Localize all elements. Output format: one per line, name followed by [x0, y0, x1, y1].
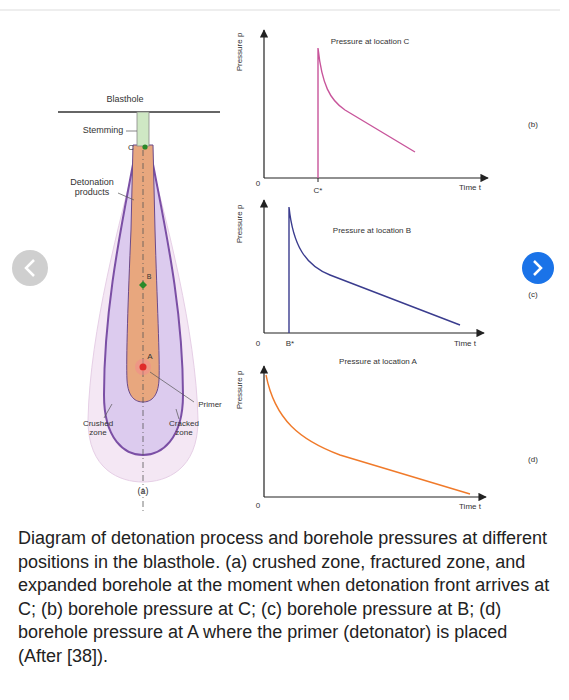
- frame-line: [0, 10, 560, 11]
- axis-origin: 0: [255, 502, 261, 511]
- primer-glow: [135, 359, 151, 375]
- pressure-curve: [289, 207, 460, 333]
- part-label: Stemming: [82, 126, 125, 136]
- chevron-icon: [26, 260, 34, 276]
- leader-line: [150, 372, 194, 402]
- chart-title: Pressure at location C: [330, 38, 411, 47]
- part-label: Blasthole: [105, 95, 144, 105]
- chart-title: Pressure at location B: [332, 227, 412, 236]
- chevron-icon: [534, 261, 541, 275]
- pressure-curve: [318, 48, 415, 178]
- x-axis: [264, 332, 484, 333]
- leader-line: [118, 193, 134, 200]
- nav-button: [522, 252, 554, 284]
- panel-label: (c): [527, 291, 538, 300]
- axis-label: Pressure p: [236, 204, 245, 245]
- y-axis: [263, 30, 264, 178]
- point-label: A: [146, 353, 153, 362]
- axis-tick-label: C*: [313, 187, 324, 196]
- axis-label: Pressure p: [236, 370, 245, 411]
- point-label: C: [127, 144, 135, 153]
- stemming: [137, 112, 149, 146]
- axis-tick-label: B*: [285, 340, 295, 349]
- zone-label: Cracked zone: [163, 420, 205, 438]
- point-b: [139, 281, 147, 289]
- leader-line: [104, 404, 112, 418]
- axis-label: Time t: [453, 340, 477, 349]
- y-axis: [263, 366, 264, 497]
- center-line: [143, 150, 144, 512]
- panel-label: (a): [137, 487, 150, 497]
- nav-button: [12, 250, 48, 286]
- point-label: B: [146, 273, 153, 281]
- leader-line: [126, 131, 137, 132]
- part-label: Detonation products: [65, 178, 119, 198]
- figure-caption: Diagram of detonation process and boreho…: [18, 527, 556, 668]
- y-axis: [263, 200, 264, 333]
- panel-label: (d): [527, 456, 539, 465]
- part-label: Primer: [197, 401, 223, 410]
- x-axis: [264, 177, 488, 178]
- axis-label: Pressure p: [236, 32, 245, 73]
- chart-title: Pressure at location A: [338, 358, 418, 367]
- tick: [318, 178, 319, 182]
- axis-label: Time t: [458, 184, 482, 193]
- pressure-curve: [266, 375, 470, 494]
- x-axis: [264, 496, 486, 497]
- axis-label: Time t: [458, 503, 482, 512]
- point-c: [142, 144, 147, 149]
- detonation-products: [127, 145, 159, 402]
- axis-origin: 0: [255, 340, 261, 349]
- axis-origin: 0: [255, 180, 261, 189]
- point-a: [140, 364, 147, 371]
- leader-line: [176, 409, 179, 419]
- panel-label: (b): [527, 121, 539, 130]
- zone-label: Crushed zone: [77, 420, 119, 438]
